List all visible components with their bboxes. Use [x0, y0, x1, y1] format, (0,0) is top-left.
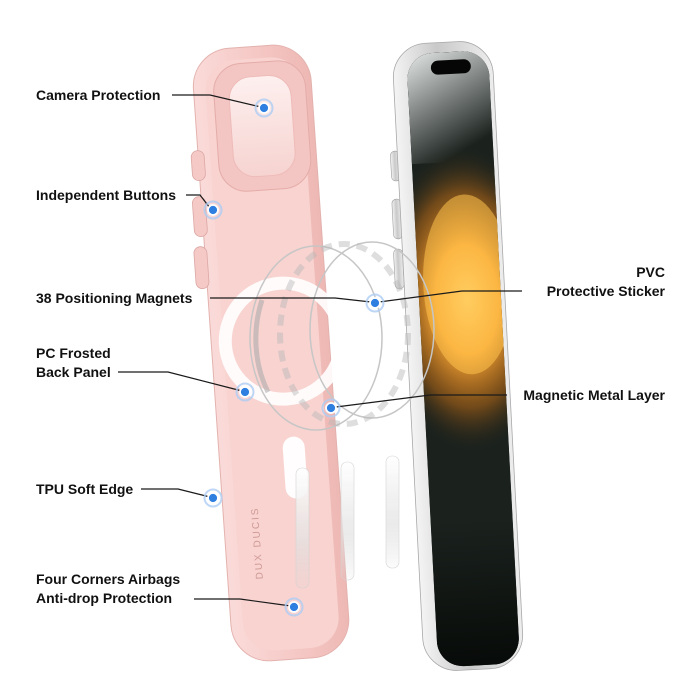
callout-text: Back Panel	[36, 364, 111, 380]
callout-label-pvc-protective-sticker: PVC Protective Sticker	[547, 263, 665, 301]
callout-text: Protective Sticker	[546, 283, 665, 299]
callout-dot-corners	[284, 597, 304, 617]
callout-text: Independent Buttons	[36, 187, 176, 203]
callout-label-tpu-soft-edge: TPU Soft Edge	[36, 480, 133, 499]
pvc-sticker-strips	[295, 455, 400, 589]
phone-wallpaper	[406, 50, 521, 668]
callout-line-metal	[335, 394, 507, 408]
callout-lines	[118, 94, 522, 607]
magnet-ring-layers	[249, 241, 435, 431]
case-brand-text: DUX DUCIS	[250, 506, 266, 580]
callout-line-camera	[172, 94, 262, 108]
phone-case: DUX DUCIS	[190, 44, 350, 662]
callout-dot-camera	[254, 98, 274, 118]
callout-label-magnetic-metal-layer: Magnetic Metal Layer	[523, 386, 665, 405]
callout-text: Four Corners Airbags	[36, 571, 181, 587]
callout-line-panel	[118, 371, 243, 392]
phone-dynamic-island	[430, 59, 471, 75]
callout-text: TPU Soft Edge	[36, 481, 134, 497]
callout-text: Camera Protection	[36, 87, 161, 103]
callout-line-pvc	[378, 290, 522, 303]
callout-label-camera-protection: Camera Protection	[36, 86, 160, 105]
callout-label-four-corners-airbags: Four Corners Airbags Anti-drop Protectio…	[36, 570, 180, 608]
case-camera-opening	[228, 75, 296, 178]
callout-line-corners	[194, 598, 292, 607]
callout-text: PC Frosted	[36, 345, 111, 361]
callout-text: Magnetic Metal Layer	[523, 387, 665, 403]
callout-text: Anti-drop Protection	[36, 590, 173, 606]
magnet-ring-outline-2	[309, 241, 435, 419]
callout-text: PVC	[636, 264, 665, 280]
callout-dot-magnets	[365, 293, 385, 313]
callout-label-positioning-magnets: 38 Positioning Magnets	[36, 289, 192, 308]
callout-dot-metal	[321, 398, 341, 418]
case-side-buttons	[190, 150, 210, 290]
case-magnet-ring	[218, 276, 348, 406]
callout-dots	[203, 98, 385, 617]
callout-dot-tpu	[203, 488, 223, 508]
callout-dot-panel	[235, 382, 255, 402]
magnet-ring-outline-1	[249, 245, 383, 431]
callout-line-tpu	[141, 488, 211, 498]
callout-line-magnets	[210, 297, 372, 303]
phone	[390, 41, 524, 671]
callout-dot-buttons	[203, 200, 223, 220]
callout-text: 38 Positioning Magnets	[36, 290, 193, 306]
callout-label-pc-frosted-back-panel: PC Frosted Back Panel	[36, 344, 111, 382]
magnet-ring-arc	[253, 299, 271, 394]
callout-label-independent-buttons: Independent Buttons	[36, 186, 176, 205]
magnet-segments-ring	[277, 241, 411, 427]
